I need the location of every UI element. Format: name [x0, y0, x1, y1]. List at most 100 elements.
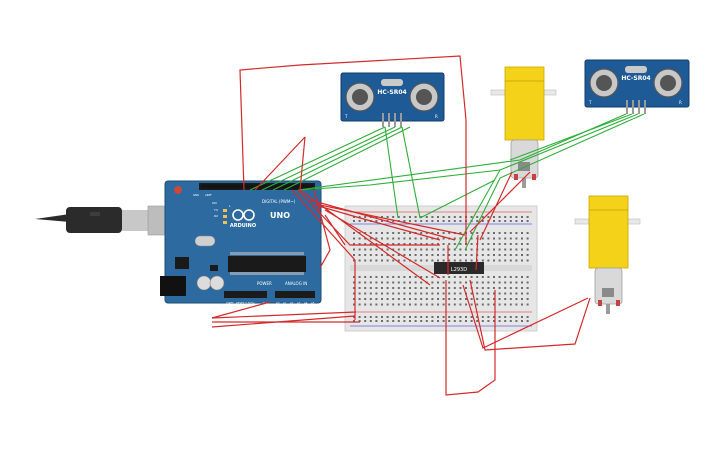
- breadboard-hole[interactable]: [420, 281, 423, 284]
- breadboard-hole[interactable]: [453, 320, 456, 322]
- breadboard-hole[interactable]: [403, 320, 406, 322]
- breadboard-hole[interactable]: [504, 243, 507, 245]
- breadboard-hole[interactable]: [425, 276, 428, 278]
- breadboard-hole[interactable]: [515, 232, 518, 234]
- breadboard-hole[interactable]: [420, 316, 423, 318]
- breadboard-hole[interactable]: [487, 292, 490, 295]
- breadboard-hole[interactable]: [403, 303, 406, 306]
- breadboard-hole[interactable]: [381, 320, 383, 322]
- breadboard-hole[interactable]: [509, 243, 512, 245]
- breadboard-hole[interactable]: [476, 216, 479, 218]
- breadboard-hole[interactable]: [353, 254, 355, 256]
- breadboard-hole[interactable]: [437, 298, 439, 300]
- breadboard-hole[interactable]: [375, 287, 378, 289]
- breadboard-hole[interactable]: [414, 254, 417, 256]
- breadboard-hole[interactable]: [381, 292, 383, 295]
- breadboard-hole[interactable]: [420, 287, 423, 289]
- breadboard-hole[interactable]: [487, 243, 490, 245]
- breadboard-hole[interactable]: [358, 320, 361, 322]
- breadboard-hole[interactable]: [481, 287, 484, 289]
- breadboard-hole[interactable]: [493, 303, 495, 306]
- breadboard-hole[interactable]: [442, 298, 445, 300]
- breadboard-hole[interactable]: [425, 259, 428, 262]
- breadboard-hole[interactable]: [397, 248, 400, 251]
- breadboard-hole[interactable]: [481, 248, 484, 251]
- breadboard-hole[interactable]: [493, 292, 495, 295]
- breadboard-hole[interactable]: [364, 298, 367, 300]
- breadboard-hole[interactable]: [425, 248, 428, 251]
- breadboard-hole[interactable]: [364, 287, 367, 289]
- breadboard-hole[interactable]: [437, 320, 439, 322]
- breadboard-hole[interactable]: [515, 303, 518, 306]
- breadboard-hole[interactable]: [437, 237, 439, 240]
- breadboard-hole[interactable]: [409, 292, 411, 295]
- breadboard-hole[interactable]: [375, 276, 378, 278]
- breadboard-hole[interactable]: [459, 276, 462, 278]
- breadboard-hole[interactable]: [437, 232, 439, 234]
- breadboard-hole[interactable]: [515, 259, 518, 262]
- breadboard-hole[interactable]: [476, 320, 479, 322]
- breadboard-hole[interactable]: [521, 220, 523, 222]
- breadboard-hole[interactable]: [453, 298, 456, 300]
- breadboard-hole[interactable]: [358, 292, 361, 295]
- breadboard-hole[interactable]: [470, 243, 473, 245]
- breadboard-hole[interactable]: [375, 316, 378, 318]
- breadboard-hole[interactable]: [420, 276, 423, 278]
- breadboard-hole[interactable]: [397, 276, 400, 278]
- breadboard-hole[interactable]: [397, 254, 400, 256]
- breadboard-hole[interactable]: [364, 243, 367, 245]
- breadboard-hole[interactable]: [504, 254, 507, 256]
- breadboard-hole[interactable]: [504, 298, 507, 300]
- breadboard-hole[interactable]: [381, 237, 383, 240]
- breadboard-hole[interactable]: [397, 243, 400, 245]
- breadboard-hole[interactable]: [392, 316, 395, 318]
- breadboard-hole[interactable]: [353, 316, 355, 318]
- breadboard-hole[interactable]: [465, 248, 467, 251]
- breadboard-hole[interactable]: [403, 287, 406, 289]
- breadboard-hole[interactable]: [353, 220, 355, 222]
- breadboard-hole[interactable]: [526, 237, 529, 240]
- l293d-chip[interactable]: L293D: [434, 262, 484, 274]
- breadboard-hole[interactable]: [515, 220, 518, 222]
- breadboard-hole[interactable]: [448, 292, 451, 295]
- breadboard-hole[interactable]: [425, 232, 428, 234]
- breadboard-hole[interactable]: [498, 232, 501, 234]
- breadboard-hole[interactable]: [448, 281, 451, 284]
- breadboard-hole[interactable]: [353, 287, 355, 289]
- breadboard-hole[interactable]: [476, 298, 479, 300]
- breadboard-hole[interactable]: [504, 276, 507, 278]
- breadboard-hole[interactable]: [526, 232, 529, 234]
- breadboard-hole[interactable]: [353, 320, 355, 322]
- breadboard-hole[interactable]: [515, 216, 518, 218]
- breadboard-hole[interactable]: [448, 248, 451, 251]
- breadboard-hole[interactable]: [476, 232, 479, 234]
- breadboard-hole[interactable]: [509, 220, 512, 222]
- breadboard-hole[interactable]: [504, 316, 507, 318]
- breadboard-hole[interactable]: [504, 237, 507, 240]
- breadboard-hole[interactable]: [498, 248, 501, 251]
- breadboard-hole[interactable]: [369, 281, 372, 284]
- breadboard-hole[interactable]: [414, 248, 417, 251]
- breadboard-hole[interactable]: [386, 248, 389, 251]
- breadboard-hole[interactable]: [481, 320, 484, 322]
- breadboard-hole[interactable]: [431, 248, 434, 251]
- breadboard-hole[interactable]: [526, 259, 529, 262]
- breadboard-hole[interactable]: [481, 292, 484, 295]
- breadboard-hole[interactable]: [470, 298, 473, 300]
- breadboard-hole[interactable]: [392, 243, 395, 245]
- breadboard-hole[interactable]: [521, 320, 523, 322]
- breadboard-hole[interactable]: [364, 276, 367, 278]
- breadboard-hole[interactable]: [476, 292, 479, 295]
- breadboard-hole[interactable]: [431, 254, 434, 256]
- breadboard-hole[interactable]: [431, 232, 434, 234]
- breadboard-hole[interactable]: [375, 292, 378, 295]
- breadboard-hole[interactable]: [369, 276, 372, 278]
- breadboard-hole[interactable]: [509, 237, 512, 240]
- breadboard-hole[interactable]: [425, 298, 428, 300]
- breadboard-hole[interactable]: [453, 216, 456, 218]
- breadboard-hole[interactable]: [476, 287, 479, 289]
- breadboard-hole[interactable]: [509, 303, 512, 306]
- breadboard-hole[interactable]: [364, 220, 367, 222]
- breadboard-hole[interactable]: [448, 316, 451, 318]
- breadboard-hole[interactable]: [442, 316, 445, 318]
